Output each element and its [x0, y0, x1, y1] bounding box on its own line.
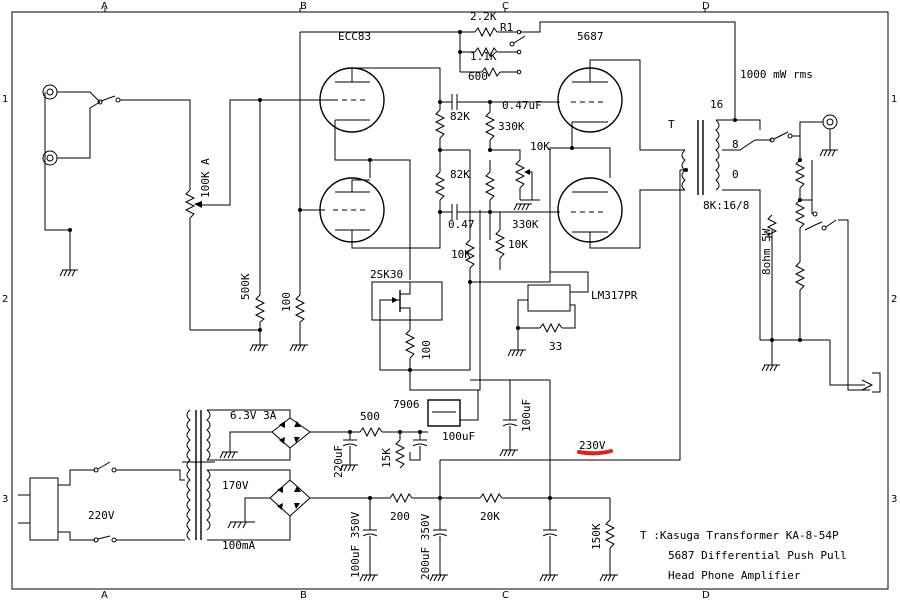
col-d-top: D	[702, 1, 710, 12]
c-100uf-reg-label: 100uF	[442, 430, 475, 443]
v-170-label: 170V	[222, 479, 249, 492]
col-d-bottom: D	[702, 590, 710, 600]
notes-block: T :Kasuga Transformer KA-8-54P 5687 Diff…	[640, 529, 847, 582]
headphone-output: 8ohm 5W	[760, 114, 881, 393]
col-b-top: B	[300, 1, 307, 12]
r-10k-bottom-label: 10K	[508, 238, 528, 251]
r-600-label: 600	[468, 70, 488, 83]
transformer-tag: T	[668, 118, 675, 131]
r-200-label: 200	[390, 510, 410, 523]
row-2-left: 2	[2, 294, 8, 305]
mains-input: 220V	[18, 461, 185, 543]
ecc83-label: ECC83	[338, 30, 371, 43]
row-3-right: 3	[891, 494, 897, 505]
v-230-label: 230V	[579, 439, 606, 452]
r-10k-top-label: 10K	[530, 140, 550, 153]
grid-resistors: 500K 100	[239, 31, 461, 352]
r-500-label: 500	[360, 410, 380, 423]
c-100uf-right-label: 100uF	[520, 399, 533, 432]
r-330k-top-label: 330K	[498, 120, 525, 133]
output-transformer: T 16 8 0 8K:16/8 1000 mW rms	[440, 68, 813, 461]
reg-7906-label: 7906	[393, 398, 420, 411]
plate-load-network: 0.47uF 82K 82K 0.47	[434, 94, 560, 240]
reg-ic-label: LM317PR	[591, 289, 638, 302]
grid-bias-network: 330K 10K 330K 10K 10K	[451, 100, 550, 370]
ecc83-tube: ECC83	[300, 30, 441, 280]
r-15k-label: 15K	[380, 448, 393, 468]
pot-volume-label: 100K A	[199, 158, 212, 198]
row-1-left: 1	[2, 94, 8, 105]
b-plus-voltage: 230V	[577, 439, 613, 456]
v-6v3-label: 6.3V 3A	[230, 409, 277, 422]
r-330k-bottom-label: 330K	[512, 218, 539, 231]
i-100ma-label: 100mA	[222, 539, 255, 552]
note-line-3: Head Phone Amplifier	[668, 569, 801, 582]
fet-label: 2SK30	[370, 268, 403, 281]
row-3-left: 3	[2, 494, 8, 505]
transformer-ratio-label: 8K:16/8	[703, 199, 749, 212]
input-jacks	[42, 84, 191, 277]
lm317-regulator: LM317PR 33	[507, 271, 638, 357]
col-c-bottom: C	[502, 590, 509, 600]
row-2-right: 2	[891, 294, 897, 305]
r-100-grid-label: 100	[280, 292, 293, 312]
tap-16-label: 16	[710, 98, 723, 111]
feedback-switch-network: 2.2K R1 1.1K 600	[458, 10, 736, 120]
col-c-top: C	[502, 1, 509, 12]
note-line-2: 5687 Differential Push Pull	[668, 549, 847, 562]
c-coupling-bottom-label: 0.47	[448, 218, 475, 231]
tap-8-label: 8	[732, 138, 739, 151]
output-tube-5687: 5687	[549, 30, 685, 282]
c-220uf-label: 220uF	[332, 445, 345, 478]
r1-tag: R1	[500, 21, 513, 34]
r-100-source-label: 100	[420, 340, 433, 360]
volume-pot: 100K A	[184, 99, 300, 331]
r-82k-bottom-label: 82K	[450, 168, 470, 181]
5687-label: 5687	[577, 30, 604, 43]
col-a-bottom: A	[101, 590, 108, 600]
r-2k2-label: 2.2K	[470, 10, 497, 23]
output-power-label: 1000 mW rms	[740, 68, 813, 81]
r-1k1-label: 1.1K	[470, 50, 497, 63]
r-82k-top-label: 82K	[450, 110, 470, 123]
c-100uf-350-label: 100uF 350V	[349, 511, 362, 578]
r-8ohm-label: 8ohm 5W	[760, 228, 773, 275]
tap-0-label: 0	[732, 168, 739, 181]
heater-supply: 7906 100uF 100uF 500 220uF 15K	[310, 379, 533, 478]
frame	[11, 8, 889, 590]
c-coupling-top-label: 0.47uF	[502, 99, 542, 112]
r-10k-tail-label: 10K	[451, 248, 471, 261]
power-transformer: 6.3V 3A 170V 100mA	[182, 409, 311, 552]
col-a-top: A	[101, 1, 108, 12]
note-line-1: T :Kasuga Transformer KA-8-54P	[640, 529, 839, 542]
row-1-right: 1	[891, 94, 897, 105]
fet-current-source: 2SK30 100	[370, 210, 481, 391]
v-mains-label: 220V	[88, 509, 115, 522]
c-200uf-350-label: 200uF 350V	[419, 513, 432, 580]
r-20k-label: 20K	[480, 510, 500, 523]
r-150k-label: 150K	[590, 523, 603, 550]
hv-filter: 200 20K 100uF 350V 200uF 350V 150K	[310, 379, 618, 582]
red-highlight-stroke	[577, 449, 613, 456]
r-33-label: 33	[549, 340, 562, 353]
col-b-bottom: B	[300, 590, 307, 600]
r-500k-label: 500K	[239, 273, 252, 300]
